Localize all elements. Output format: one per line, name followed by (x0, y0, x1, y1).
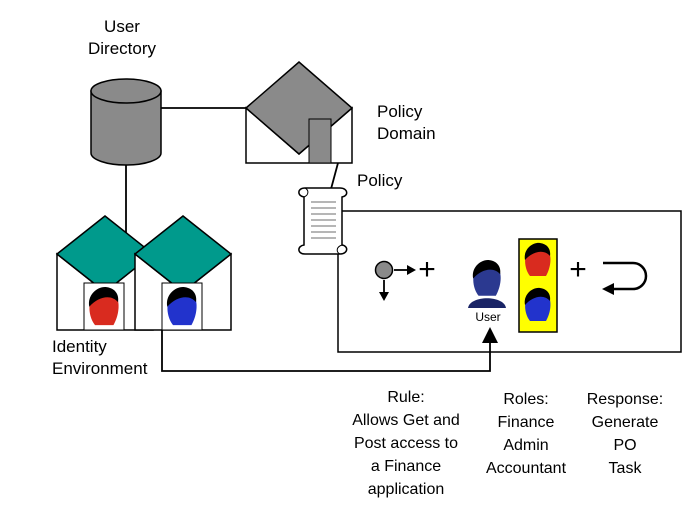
cylinder-body (90, 90, 162, 166)
scroll-top-curl (303, 187, 309, 198)
roles-blue-face-icon (524, 287, 551, 321)
identity-blue-face-icon (166, 287, 197, 326)
connector-policy-domain-to-policy (330, 162, 339, 190)
roles-box-icon (518, 238, 558, 333)
roles-annotation-line: Admin (503, 437, 549, 454)
blue-face-hair (166, 287, 197, 307)
user-shoulders (468, 298, 506, 308)
identity-red-face-icon (88, 287, 119, 326)
roles-annotation-line: Finance (497, 414, 555, 431)
red-face-hair (524, 242, 551, 260)
user-head-icon (468, 259, 506, 308)
user-hair (472, 259, 501, 279)
rule-ball (374, 260, 394, 280)
cylinder-top (90, 78, 162, 104)
response-annotation-line: Generate (591, 414, 659, 431)
response-annotation: Response: Generate PO Task (573, 388, 677, 480)
loop-arrowhead (602, 283, 614, 295)
user-directory-label-line1: User (104, 17, 140, 36)
response-loop-arrow-icon (602, 261, 648, 295)
policy-domain-label-line2: Domain (377, 124, 436, 143)
policy-domain-house-icon (244, 61, 354, 164)
identity-user-connector-shaft (161, 330, 491, 372)
rule-annotation-line: Allows Get and (352, 412, 460, 429)
rule-annotation-title: Rule: (387, 389, 425, 406)
blue-face-hair (524, 287, 551, 305)
user-directory-label: User Directory (62, 16, 182, 60)
policy-domain-label: Policy Domain (377, 101, 436, 145)
rule-annotation: Rule: Allows Get and Post access to a Fi… (331, 386, 481, 501)
rule-annotation-line: Post access to (353, 435, 459, 452)
red-face-hair (88, 287, 119, 307)
response-annotation-title: Response: (586, 391, 664, 408)
identity-user-arrowhead (482, 327, 498, 343)
loop-path (603, 261, 648, 291)
identity-environment-label-line2: Environment (52, 359, 148, 378)
policy-scroll-icon (298, 187, 348, 255)
rule-right-arrowhead (407, 265, 416, 275)
roles-annotation-line: Accountant (485, 460, 567, 477)
rule-icon (374, 260, 416, 301)
plus-operator-2: + (569, 253, 587, 286)
identity-environment-label: Identity Environment (52, 336, 147, 380)
scroll-body (298, 187, 348, 255)
response-annotation-line: PO (613, 437, 637, 454)
identity-environment-icon (55, 215, 233, 331)
rule-annotation-line: a Finance (370, 458, 442, 475)
plus-operator-1: + (418, 253, 436, 286)
rule-down-arrowhead (379, 292, 389, 301)
policy-binding-box (337, 210, 682, 353)
roles-annotation-title: Roles: (503, 391, 549, 408)
house-door (308, 118, 332, 164)
user-directory-label-line2: Directory (87, 39, 156, 58)
identity-environment-label-line1: Identity (52, 337, 107, 356)
policy-domain-label-line1: Policy (377, 102, 423, 121)
response-annotation-line: Task (608, 460, 642, 477)
connector-identity-to-user (161, 327, 498, 372)
house-roof (133, 215, 233, 293)
user-face (472, 259, 501, 296)
user-label: User (475, 310, 501, 324)
roles-red-face-icon (524, 242, 551, 276)
policy-label: Policy (357, 171, 403, 190)
scroll-text-lines (311, 201, 336, 239)
rule-annotation-line: application (367, 481, 445, 498)
scroll-bottom-curl (336, 244, 343, 255)
roles-annotation: Roles: Finance Admin Accountant (473, 388, 579, 480)
user-directory-cylinder-icon (90, 78, 162, 166)
